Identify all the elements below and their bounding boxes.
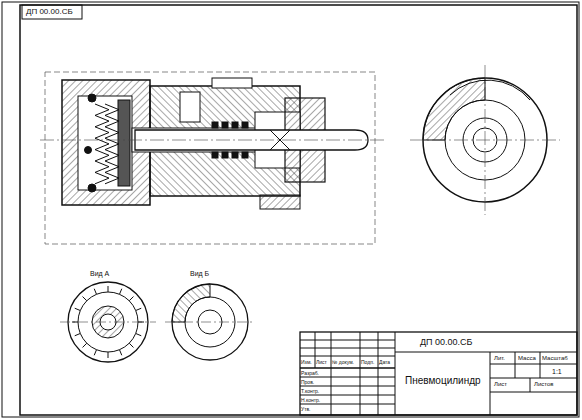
drawing-title: Пневмоцилиндр (405, 376, 481, 386)
title-block-cell: № докум. (332, 360, 354, 365)
title-block-cell: Пров. (301, 380, 314, 385)
spline-tooth (119, 289, 121, 295)
title-block-cell: Листов (534, 381, 554, 387)
title-block-cell: Подп. (361, 360, 374, 365)
spline-tooth (108, 352, 109, 358)
end-view (410, 65, 560, 215)
spline-tooth (83, 343, 87, 347)
spline-tooth (129, 297, 133, 301)
spring-coil (105, 104, 119, 184)
spline-tooth (136, 333, 142, 335)
title-block-cell: Лит. (494, 355, 505, 361)
spline-tooth (138, 322, 144, 323)
view-boundary (45, 72, 375, 244)
piston (118, 100, 130, 186)
spline-teeth (72, 286, 144, 358)
title-block-cell: Изм. (301, 360, 312, 365)
view-label: Вид А (90, 270, 109, 277)
view-b (165, 284, 255, 360)
title-block-cell: Разраб. (301, 371, 319, 376)
title-block-cell: Утв. (301, 407, 311, 412)
stamp-box (22, 5, 82, 19)
view-label: Вид Б (190, 270, 209, 277)
sheet-border (2, 2, 579, 417)
axis-line (40, 140, 385, 141)
title-block-cell: Лист (494, 381, 507, 387)
spline-tooth (129, 343, 133, 347)
title-block-cell: Масштаб (542, 355, 568, 361)
spline-tooth (75, 333, 81, 335)
spline-tooth (119, 350, 121, 356)
title-block-cell: ДП 00.00.СБ (420, 338, 473, 347)
title-block-cell: Т.контр. (301, 389, 319, 394)
inner-frame (20, 5, 577, 415)
title-block (300, 332, 577, 415)
title-block-cell: Масса (518, 355, 536, 361)
spline-tooth (83, 297, 87, 301)
title-block-cell: Н.контр. (301, 398, 320, 403)
spline-tooth (94, 289, 96, 295)
spline-tooth (94, 350, 96, 356)
spline-tooth (75, 308, 81, 310)
title-block-cell: Лист (316, 360, 327, 365)
spline-tooth (72, 322, 78, 323)
view-a (60, 282, 156, 362)
view-label: ДП 00.00.СБ (26, 8, 73, 16)
spline-tooth (136, 308, 142, 310)
title-block-cell: 1:1 (552, 368, 562, 375)
spline-tooth (108, 286, 109, 292)
title-block-cell: Дата (379, 360, 390, 365)
spring (95, 104, 119, 184)
